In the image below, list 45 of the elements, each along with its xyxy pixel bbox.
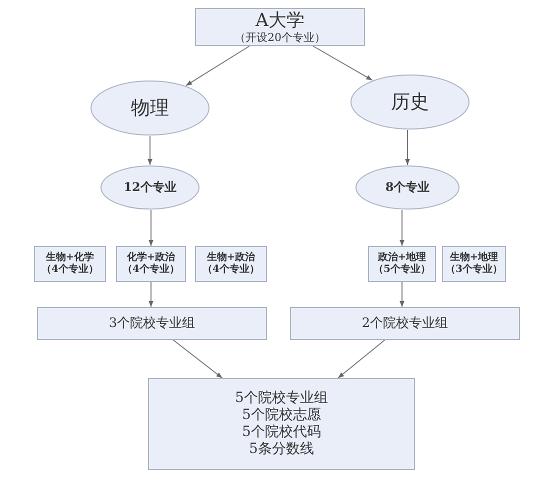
node-label: 化学+政治 — [126, 252, 176, 264]
node-label: （4个专业） — [122, 264, 180, 276]
node-label: 2个院校专业组 — [362, 316, 448, 332]
node-label: 政治+地理 — [378, 252, 426, 264]
node-label: 5个院校专业组 — [235, 390, 328, 407]
node-label: A大学 — [256, 10, 304, 32]
node-label: 8个专业 — [385, 180, 430, 195]
node-label: 生物+化学 — [46, 252, 94, 264]
node-label: 物理 — [131, 96, 169, 120]
node-label: （开设20个专业） — [234, 31, 326, 44]
node-label: 12个专业 — [124, 180, 176, 195]
arrow — [185, 46, 250, 86]
ellipse-node — [350, 74, 470, 130]
process-box — [37, 307, 267, 340]
process-box — [148, 378, 415, 470]
process-box — [368, 246, 436, 282]
node-label: 历史 — [391, 90, 429, 114]
node-label: 生物+地理 — [450, 252, 498, 264]
arrow — [172, 340, 223, 378]
process-box — [290, 307, 520, 340]
arrow — [312, 46, 373, 81]
arrow — [148, 210, 154, 246]
arrow — [400, 210, 404, 246]
node-label: （4个专业） — [202, 264, 260, 276]
process-box — [195, 246, 267, 282]
node-label: （5个专业） — [374, 264, 430, 276]
node-label: （4个专业） — [42, 264, 98, 276]
ellipse-node — [100, 165, 200, 210]
node-label: 生物+政治 — [206, 252, 256, 264]
process-box — [442, 246, 506, 282]
process-box — [195, 8, 365, 46]
process-box — [116, 246, 186, 282]
node-label: 3个院校专业组 — [108, 316, 196, 332]
arrow — [338, 340, 386, 378]
arrow — [405, 130, 410, 166]
arrow — [400, 282, 404, 308]
ellipse-node — [90, 80, 210, 136]
node-label: 5个院校代码 — [242, 424, 321, 441]
node-label: （3个专业） — [446, 264, 502, 276]
process-box — [34, 246, 106, 282]
node-label: 5个院校志愿 — [242, 407, 321, 424]
arrow — [148, 136, 152, 166]
node-label: 5条分数线 — [249, 440, 314, 458]
ellipse-node — [355, 165, 460, 210]
arrow — [148, 282, 154, 308]
